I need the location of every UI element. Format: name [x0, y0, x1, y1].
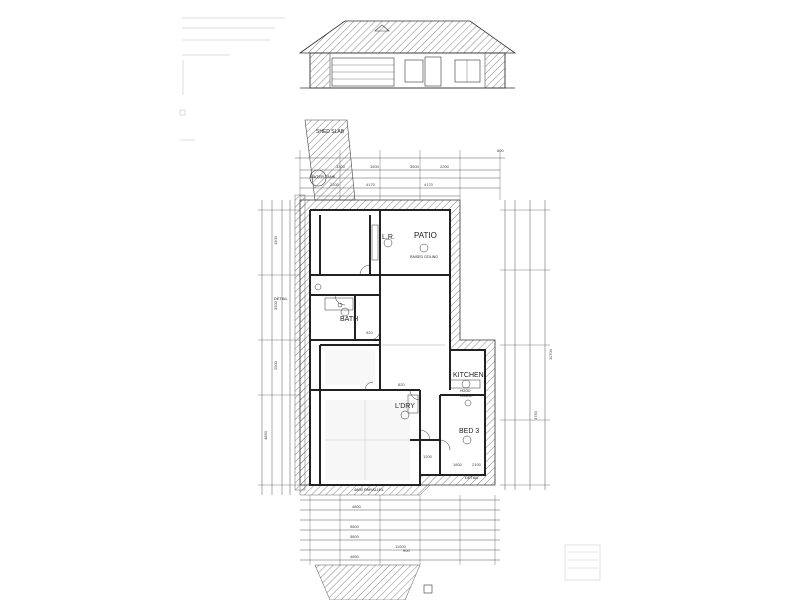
room-lr: L.R.: [382, 234, 395, 241]
dim-right-2: 4750: [533, 410, 538, 420]
dim-misc-4: 1200: [423, 454, 433, 459]
laundry-tub-icon: [407, 394, 419, 414]
dim-left-1: 1500: [273, 235, 278, 245]
room-bed3: BED 3: [459, 428, 479, 435]
dim-top-2: 1500: [370, 164, 380, 169]
toilet-icon: [314, 283, 322, 291]
dim-top-3: 3500: [410, 164, 420, 169]
detail-left-label: DETAIL: [274, 296, 288, 301]
bottom-dimensions: 4800 5800 5800 11000 4850: [300, 495, 500, 565]
dim-misc-3: 920: [366, 330, 373, 335]
sink-icon: [464, 399, 472, 407]
misc-dimensions: 600 900 920 1200 1800 2100 820: [366, 148, 504, 553]
door-swings: [334, 264, 451, 451]
dim-top-5: 2200: [330, 182, 340, 187]
bathtub-icon: [324, 297, 354, 311]
room-patio-note: RAISED CEILING: [410, 255, 438, 259]
driveway: [314, 564, 433, 600]
vent-symbols: [340, 238, 472, 445]
dim-right-1: 11700: [548, 348, 553, 360]
title-block-marks: [179, 17, 285, 141]
dim-left-2: 3500: [273, 300, 278, 310]
top-dimensions: 3300 1500 3500 2200 2200 4170 4170: [295, 150, 505, 200]
right-dimensions: 11700 4750: [500, 200, 553, 490]
basin-icon: [337, 302, 343, 308]
dim-top-6: 4170: [366, 182, 376, 187]
shed-slab-label: SHED SLAB: [316, 129, 345, 135]
hood-label: HOOD: [460, 389, 471, 393]
dim-top-1: 3300: [336, 164, 346, 169]
dim-bottom-1: 4800: [352, 504, 362, 509]
dim-bottom-4: 11000: [395, 544, 407, 549]
front-elevation: [298, 20, 517, 89]
dim-bottom-3: 5800: [350, 534, 360, 539]
left-dimensions: 1500 3500 2500 4850 DETAIL: [258, 200, 300, 495]
dim-misc-5: 1800: [453, 462, 463, 467]
dim-top-4: 2200: [440, 164, 450, 169]
dim-misc-2: 900: [403, 548, 410, 553]
parallel-label: 4800 PARALLEL: [354, 487, 385, 492]
dim-left-3: 2500: [273, 360, 278, 370]
wardrobe-icon: [371, 224, 379, 261]
scan-shading: [325, 344, 445, 480]
dim-misc-7: 820: [398, 382, 405, 387]
room-laundry: L'DRY: [395, 403, 415, 410]
scan-stamp: [564, 544, 601, 581]
room-labels: PATIO RAISED CEILING L.R. BATH KITCHEN L…: [340, 231, 484, 492]
room-kitchen: KITCHEN: [453, 372, 484, 379]
dim-top-7: 4170: [424, 182, 434, 187]
room-patio: PATIO: [414, 231, 437, 240]
kitchen-bench-icon: [449, 379, 481, 389]
detail-bottom-label: DETAIL: [465, 475, 479, 480]
walls: [309, 209, 486, 486]
water-tank-label: WATER TANK: [310, 174, 336, 179]
perimeter-hatch: [294, 194, 496, 496]
north-marker-icon: [423, 584, 433, 594]
room-bath: BATH: [340, 316, 358, 323]
dim-left-4: 4850: [263, 430, 268, 440]
range-label: RANGE: [460, 394, 473, 398]
dim-bottom-5: 4850: [350, 554, 360, 559]
dim-misc-6: 2100: [472, 462, 482, 467]
dim-bottom-2: 5800: [350, 524, 360, 529]
dim-misc-1: 600: [497, 148, 504, 153]
